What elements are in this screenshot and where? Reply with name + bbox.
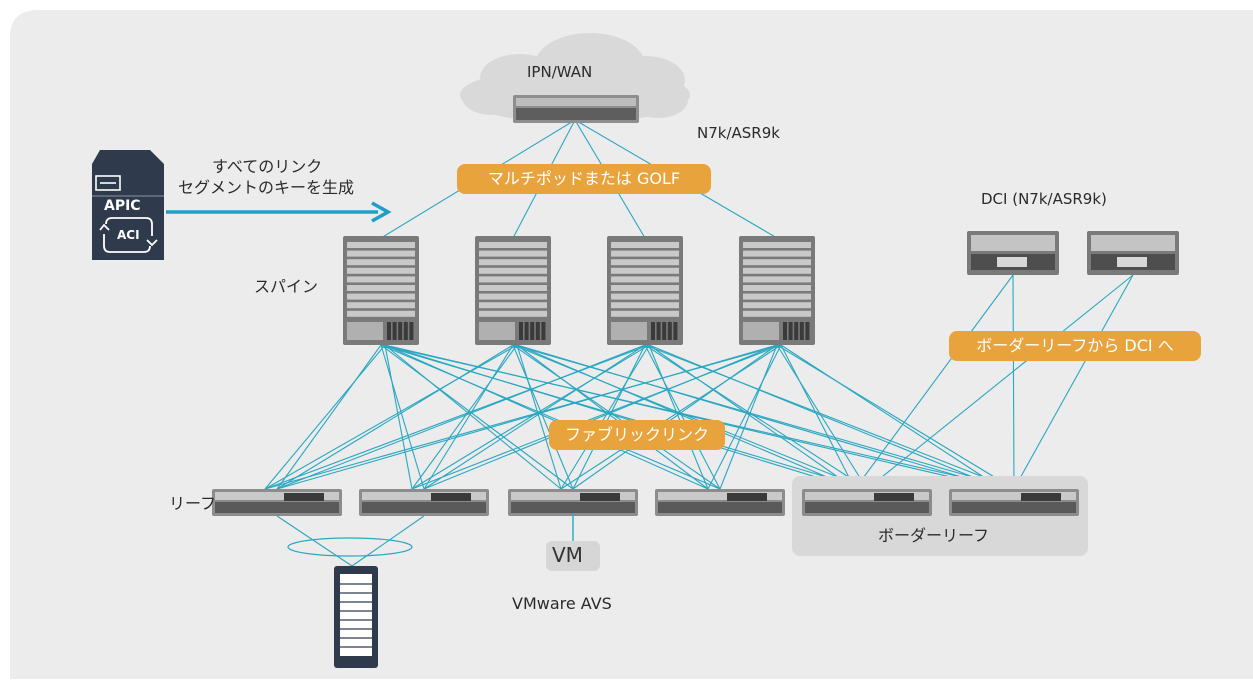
wan-router-label: N7k/ASR9k: [697, 124, 780, 142]
spine-leaf-link: [411, 344, 650, 490]
spine-leaf-link: [384, 344, 562, 490]
spine-leaf-link: [644, 344, 721, 490]
spine-leaf-link: [264, 344, 650, 490]
leaf-label: リーフ: [169, 494, 217, 513]
spine-leaf-link: [707, 344, 782, 490]
spine-leaf-link: [560, 344, 782, 490]
fabric-links: [264, 119, 1134, 567]
spine-leaf-link: [380, 344, 574, 490]
wan-router: [513, 95, 639, 123]
spine-leaf-link: [264, 344, 782, 490]
spine-label: スパイン: [254, 277, 319, 296]
leaf-switch: [212, 489, 342, 516]
apic-caption-line2: セグメントのキーを生成: [178, 178, 355, 197]
leaf-server-link: [276, 515, 353, 567]
spine-leaf-link: [560, 344, 650, 490]
spine-leaf-link: [423, 344, 646, 490]
spine-leaf-link: [411, 344, 518, 490]
spine-switch: [739, 236, 815, 345]
vmware-avs-label: VMware AVS: [512, 594, 612, 613]
border-to-dci-pill: ボーダーリーフから DCI へ: [949, 331, 1201, 361]
spine-leaf-link: [384, 344, 1003, 490]
spine-leaf-link: [648, 344, 856, 490]
leaf-switch: [508, 489, 638, 516]
spine-leaf-link: [572, 344, 778, 490]
spine-leaf-link: [648, 344, 709, 490]
leaf-switch: [655, 489, 785, 516]
leaf-switches: [212, 489, 1079, 516]
apic-text: APIC: [104, 198, 141, 214]
vm-label: VM: [552, 543, 583, 567]
spine-leaf-link: [780, 344, 856, 490]
border-dci-link: [1013, 274, 1134, 490]
spine-leaf-link: [423, 344, 514, 490]
dci-label: DCI (N7k/ASR9k): [981, 190, 1107, 208]
multipod-golf-pill: マルチポッドまたは GOLF: [457, 164, 711, 194]
apic-caption-line1: すべてのリンク: [212, 157, 323, 176]
wan-label: IPN/WAN: [527, 63, 593, 81]
spine-leaf-link: [719, 344, 778, 490]
spine-switch: [343, 236, 419, 345]
spine-leaf-link: [512, 344, 574, 490]
spine-leaf-link: [780, 344, 1003, 490]
spine-leaf-link: [380, 344, 425, 490]
dci-router: [967, 231, 1059, 275]
aci-text: ACI: [117, 228, 140, 242]
spine-switch: [607, 236, 683, 345]
spine-leaf-link: [384, 344, 709, 490]
key-arrow: [166, 201, 392, 223]
spine-leaf-link: [264, 344, 386, 490]
dci-router: [1087, 231, 1179, 275]
spine-leaf-link: [776, 344, 1015, 490]
spine-leaf-link: [411, 344, 782, 490]
leaf-server-link: [351, 515, 425, 567]
spine-leaf-link: [276, 344, 514, 490]
spine-leaf-link: [384, 344, 856, 490]
spine-leaf-link: [516, 344, 709, 490]
spine-leaf-link: [512, 344, 721, 490]
border-leaf-label: ボーダーリーフ: [878, 526, 990, 545]
spine-switch: [475, 236, 551, 345]
spine-leaf-link: [572, 344, 646, 490]
server-tower: [334, 566, 378, 668]
spine-leaf-link: [264, 344, 518, 490]
spine-leaf-link: [776, 344, 868, 490]
spine-leaf-link: [516, 344, 562, 490]
spine-leaf-link: [648, 344, 1003, 490]
spine-leaf-link: [276, 344, 382, 490]
border-dci-link: [1012, 274, 1015, 490]
spine-leaf-link: [516, 344, 1003, 490]
spine-leaf-link: [644, 344, 868, 490]
aci-icon: [99, 217, 158, 253]
border-dci-link: [866, 274, 1134, 490]
spine-leaf-link: [384, 344, 413, 490]
dci-routers: [967, 231, 1179, 275]
spine-leaf-link: [516, 344, 856, 490]
spine-switches: [343, 236, 815, 345]
port-channel-ellipse: [287, 537, 413, 557]
vm-box: [546, 541, 600, 571]
leaf-switch: [359, 489, 489, 516]
leaf-switch: [949, 489, 1079, 516]
apic-controller: [92, 150, 164, 260]
border-dci-link: [854, 274, 1014, 490]
fabric-links-pill: ファブリックリンク: [549, 420, 725, 450]
leaf-switch: [802, 489, 932, 516]
